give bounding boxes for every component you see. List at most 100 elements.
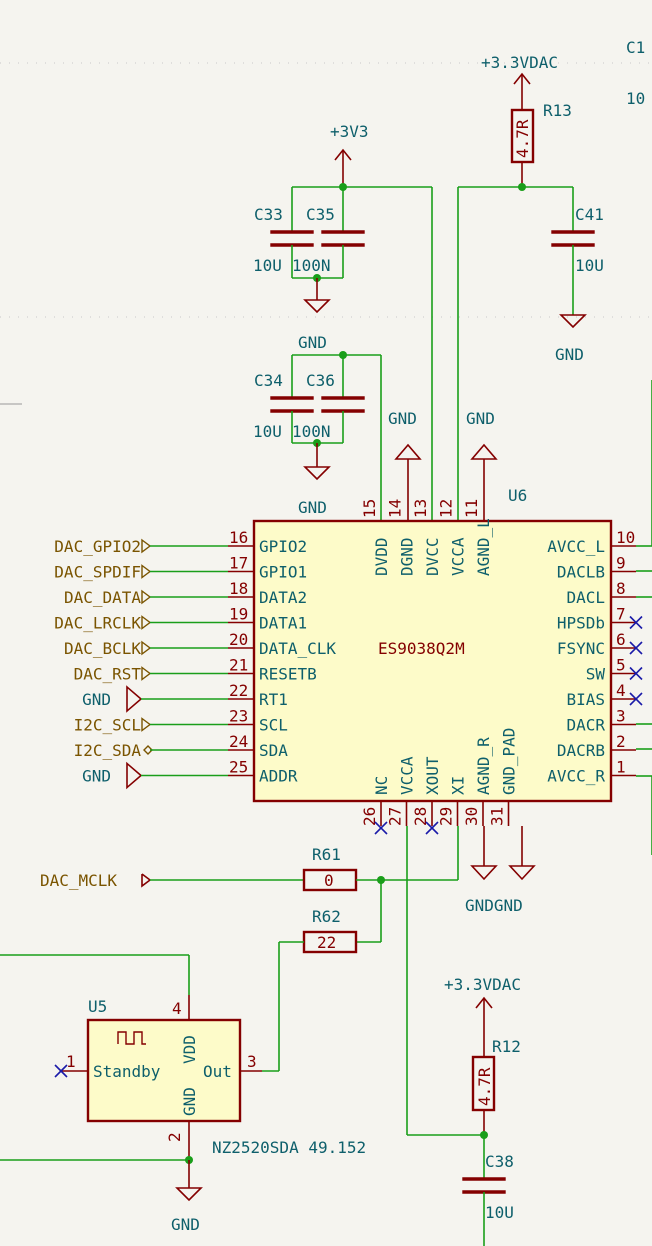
- svg-text:3: 3: [247, 1052, 257, 1071]
- c38-ref: C38: [485, 1152, 514, 1171]
- mclk-section: DAC_MCLK 0 R61 22 R62: [40, 826, 484, 1136]
- u6-pin-num: 29: [437, 807, 456, 826]
- u6-pin-num: 11: [462, 499, 481, 518]
- r62-value: 22: [317, 933, 336, 952]
- u5-ref: U5: [88, 997, 107, 1016]
- u6-pin-num: 23: [229, 707, 248, 726]
- u6-pin-name: DACR: [566, 716, 605, 735]
- u6-pin-num: 26: [360, 807, 379, 826]
- svg-text:GND: GND: [298, 333, 327, 352]
- svg-text:1: 1: [66, 1052, 76, 1071]
- u6-pin-num: 12: [437, 499, 456, 518]
- u5-oscillator: U5 Standby Out VDD GND 1 4 3 2 GND NZ252…: [0, 954, 366, 1234]
- u6-pin-name: RT1: [259, 690, 288, 709]
- u6-pin-num: 15: [360, 499, 379, 518]
- u6-pin-num: 27: [386, 807, 405, 826]
- u6-pin-num: 20: [229, 630, 248, 649]
- svg-text:Standby: Standby: [93, 1062, 161, 1081]
- no-connect-icon: [374, 821, 388, 835]
- net-label: I2C_SCL: [74, 716, 141, 735]
- u6-pin-name: DATA1: [259, 614, 307, 633]
- r13-ref: R13: [543, 101, 572, 120]
- u6-pin-num: 21: [229, 656, 248, 675]
- u6-pin-num: 28: [411, 807, 430, 826]
- u6-pin-num: 25: [229, 758, 248, 777]
- u6-pin-num: 9: [616, 554, 626, 573]
- net-label: DAC_LRCLK: [54, 614, 141, 633]
- c35-value: 100N: [292, 256, 331, 275]
- u6-pin-num: 4: [616, 681, 626, 700]
- c34-value: 10U: [253, 422, 282, 441]
- net-flag-icon: [141, 538, 152, 554]
- bottom-gnd-symbols: GNDGND: [465, 826, 536, 915]
- c33-ref: C33: [254, 205, 283, 224]
- u6-pin-num: 16: [229, 528, 248, 547]
- c38-value: 10U: [485, 1203, 514, 1222]
- u6-pin-num: 24: [229, 732, 248, 751]
- c33-c35-group: C33 C35 10U 100N: [253, 183, 432, 314]
- u6-pin-name: DGND: [398, 537, 417, 576]
- net-label: I2C_SDA: [74, 741, 142, 760]
- net-label: DAC_GPIO2: [54, 537, 141, 556]
- r13-c41-group: +3.3VDAC 4.7R R13 C41 10U GND: [457, 53, 604, 520]
- u6-pin-num: 30: [462, 807, 481, 826]
- u6-pin-name: DATA2: [259, 588, 307, 607]
- u6-pin-num: 22: [229, 681, 248, 700]
- r12-ref: R12: [492, 1037, 521, 1056]
- u6-pin-name: VCCA: [449, 537, 468, 576]
- net-label: DAC_SPDIF: [54, 563, 141, 582]
- u6-pin-num: 7: [616, 605, 626, 624]
- sheet-grid: [0, 62, 652, 405]
- c34-ref: C34: [254, 371, 283, 390]
- u6-pin-num: 3: [616, 707, 626, 726]
- u6-pin-name: DACLB: [557, 563, 605, 582]
- u6-pin-name: SDA: [259, 741, 288, 760]
- u6-pin-name: DACL: [566, 588, 605, 607]
- c35-ref: C35: [306, 205, 335, 224]
- c41-value: 10U: [575, 256, 604, 275]
- u6-pin-name: DVCC: [423, 537, 442, 576]
- svg-text:GND: GND: [555, 345, 584, 364]
- dac-mclk-label: DAC_MCLK: [40, 871, 117, 890]
- gnd-icon: [126, 685, 143, 713]
- net-label: DAC_DATA: [64, 588, 141, 607]
- r12-c38-group: +3.3VDAC 4.7R R12 C38 10U: [444, 975, 521, 1246]
- svg-text:+3V3: +3V3: [330, 122, 369, 141]
- no-connect-icon: [629, 692, 643, 706]
- u6-pin-name: AGND_L: [474, 518, 493, 576]
- u6-pin-name: DVDD: [372, 537, 391, 576]
- u6-pin-num: 2: [616, 732, 626, 751]
- pwr-3v3-symbol: +3V3: [330, 122, 369, 187]
- u6-pin-name: DATA_CLK: [259, 639, 336, 658]
- svg-text:2: 2: [165, 1132, 184, 1142]
- u6-pin-name: VCCA: [398, 756, 417, 795]
- svg-text:GND: GND: [180, 1087, 199, 1116]
- net-label: DAC_RST: [74, 665, 142, 684]
- u6-ref: U6: [508, 486, 527, 505]
- u6-pin-name: HPSDb: [557, 614, 605, 633]
- svg-text:10: 10: [626, 89, 645, 108]
- no-connect-icon: [629, 666, 643, 681]
- u6-pin-name: XOUT: [423, 756, 442, 795]
- u6-pin-name: GPIO1: [259, 563, 307, 582]
- u6-pin-num: 8: [616, 579, 626, 598]
- svg-text:Out: Out: [203, 1062, 232, 1081]
- svg-text:GNDGND: GNDGND: [465, 896, 523, 915]
- u6-right-pins: 10AVCC_L9DACLB8DACL7HPSDb6FSYNC5SW4BIAS3…: [547, 528, 643, 786]
- svg-text:C1: C1: [626, 38, 645, 57]
- svg-text:GND: GND: [466, 409, 495, 428]
- c1-partial: C1 10: [626, 38, 645, 108]
- gnd-label: GND: [82, 690, 111, 709]
- svg-text:GND: GND: [298, 498, 327, 517]
- u6-pin-name: SW: [586, 665, 606, 684]
- svg-text:+3.3VDAC: +3.3VDAC: [481, 53, 558, 72]
- c36-value: 100N: [292, 422, 331, 441]
- top-gnd-symbols: GND GND: [388, 409, 498, 520]
- u6-pin-num: 5: [616, 656, 626, 675]
- u5-value: NZ2520SDA 49.152: [212, 1138, 366, 1157]
- svg-text:4: 4: [172, 999, 182, 1018]
- u6-pin-name: ADDR: [259, 767, 298, 786]
